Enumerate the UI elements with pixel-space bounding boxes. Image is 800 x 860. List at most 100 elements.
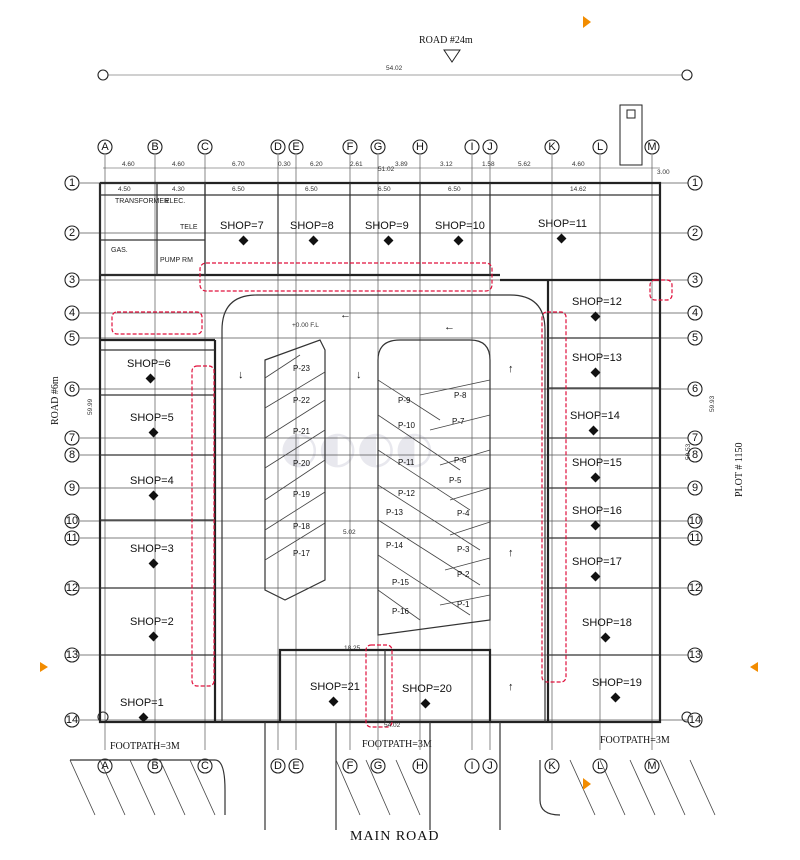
parking-bay-label: P-10 [398,421,415,430]
grid-column-label: K [548,141,556,153]
grid-column-bubble: M [644,758,660,774]
tele-label: TELE [180,224,198,231]
shop-width-label: 4.50 [118,186,131,193]
grid-row-label: 9 [69,482,75,494]
right-shop-partitions [548,337,660,656]
parking-bay-label: P-18 [293,522,310,531]
corner-marker-icon [681,69,693,81]
parking-bay-label: P-7 [452,417,465,426]
grid-row-label: 14 [689,714,701,726]
level-tag-label: +0.00 F.L [292,322,319,329]
grid-column-label: L [597,141,603,153]
left-road-label: ROAD #6m [50,376,61,425]
grid-row-bubble: 7 [64,430,80,446]
grid-row-label: 5 [692,332,698,344]
arrow-down-icon: ↓ [356,369,362,381]
grid-column-bubble: G [370,139,386,155]
shop-marker-icon [238,235,249,246]
grid-row-bubble: 14 [687,712,703,728]
right-depth-label: 59.93 [709,395,716,412]
grid-row-bubble: 11 [687,530,703,546]
left-shop-partitions [100,349,215,656]
column-spacing-label: 1.58 [482,161,495,168]
bottom-width-label: 54.02 [384,722,401,729]
grid-row-bubble: 8 [687,447,703,463]
column-spacing-label: 4.60 [122,161,135,168]
parking-bay-label: P-8 [454,391,467,400]
grid-row-label: 11 [66,532,77,544]
grid-row-bubble: 6 [687,381,703,397]
grid-column-bubble: F [342,139,358,155]
footpath-center-label: FOOTPATH=3M [362,739,432,750]
grid-row-label: 1 [692,177,698,189]
parking-bay-label: P-13 [386,508,403,517]
shop-marker-icon [148,558,159,569]
grid-row-label: 7 [692,432,698,444]
shop-label: SHOP=5 [130,412,174,424]
grid-row-bubble: 13 [687,647,703,663]
grid-column-label: M [647,760,656,772]
shop-marker-icon [588,425,599,436]
grid-row-label: 5 [69,332,75,344]
parking-bay-label: P-6 [454,456,467,465]
shop-label: SHOP=15 [572,457,622,469]
grid-row-bubble: 1 [64,175,80,191]
traffic-arrows: ↓ ↓ ↑ ↑ ↑ ← ← [238,309,514,693]
grid-column-label: I [470,141,473,153]
column-spacing-label: 2.61 [350,161,363,168]
grid-column-bubble: B [147,139,163,155]
grid-row-bubble: 9 [687,480,703,496]
shop-marker-icon [590,520,601,531]
grid-row-label: 8 [692,449,698,461]
column-spacing-label: 6.70 [232,161,245,168]
left-depth-label: 59.99 [87,398,94,415]
shop-marker-icon [148,427,159,438]
parking-bay-label: P-21 [293,427,310,436]
grid-column-bubble: H [412,139,428,155]
grid-column-bubble: F [342,758,358,774]
shop-label: SHOP=21 [310,681,360,693]
grid-row-label: 9 [692,482,698,494]
parking-labels: P-23P-22P-21P-20P-19P-18P-17P-9P-10P-11P… [293,364,470,616]
shop-marker-icon [420,698,431,709]
shop-marker-icon [453,235,464,246]
shop-label: SHOP=13 [572,352,622,364]
shop-width-label: 6.50 [378,186,391,193]
transformer-label: TRANSFORMER [115,198,169,205]
grid-column-label: B [151,760,158,772]
grid-column-bubble: C [197,758,213,774]
utility-rooms: TRANSFORMER ELEC. TELE GAS. PUMP RM [99,182,206,276]
shop-label: SHOP=12 [572,296,622,308]
grid-column-label: F [347,760,354,772]
level-markers [40,16,758,790]
grid-column-bubble: I [464,758,480,774]
grid-row-bubble: 7 [687,430,703,446]
column-spacing-label: 4.60 [172,161,185,168]
column-spacing-label: 4.60 [572,161,585,168]
shop-marker-icon [383,235,394,246]
grid-column-bubble: L [592,139,608,155]
shop-label: SHOP=8 [290,220,334,232]
footpaths: FOOTPATH=3M FOOTPATH=3M FOOTPATH=3M [110,735,670,752]
parking-bay-label: P-11 [398,458,415,467]
arrow-up-icon: ↑ [508,363,514,375]
grid-row-label: 14 [66,714,78,726]
shop-marker-icon [590,472,601,483]
grid-column-bubble: E [288,758,304,774]
footpath-right-label: FOOTPATH=3M [600,735,670,746]
column-spacing-label: 5.62 [518,161,531,168]
shop-label: SHOP=7 [220,220,264,232]
grid-column-label: I [470,760,473,772]
grid-row-bubble: 5 [687,330,703,346]
parking-bay-label: P-1 [457,600,470,609]
grid-row-bubble: 8 [64,447,80,463]
street-parking-bays [69,759,716,816]
parking-bay-label: P-14 [386,541,403,550]
parking-bay-label: P-3 [457,545,470,554]
grid-column-label: F [347,141,354,153]
right-road-label: PLOT # 1150 [734,443,745,497]
grid-column-label: D [274,760,282,772]
main-road-label: MAIN ROAD [350,829,440,844]
grid-column-bubble: H [412,758,428,774]
grid-column-bubble: C [197,139,213,155]
